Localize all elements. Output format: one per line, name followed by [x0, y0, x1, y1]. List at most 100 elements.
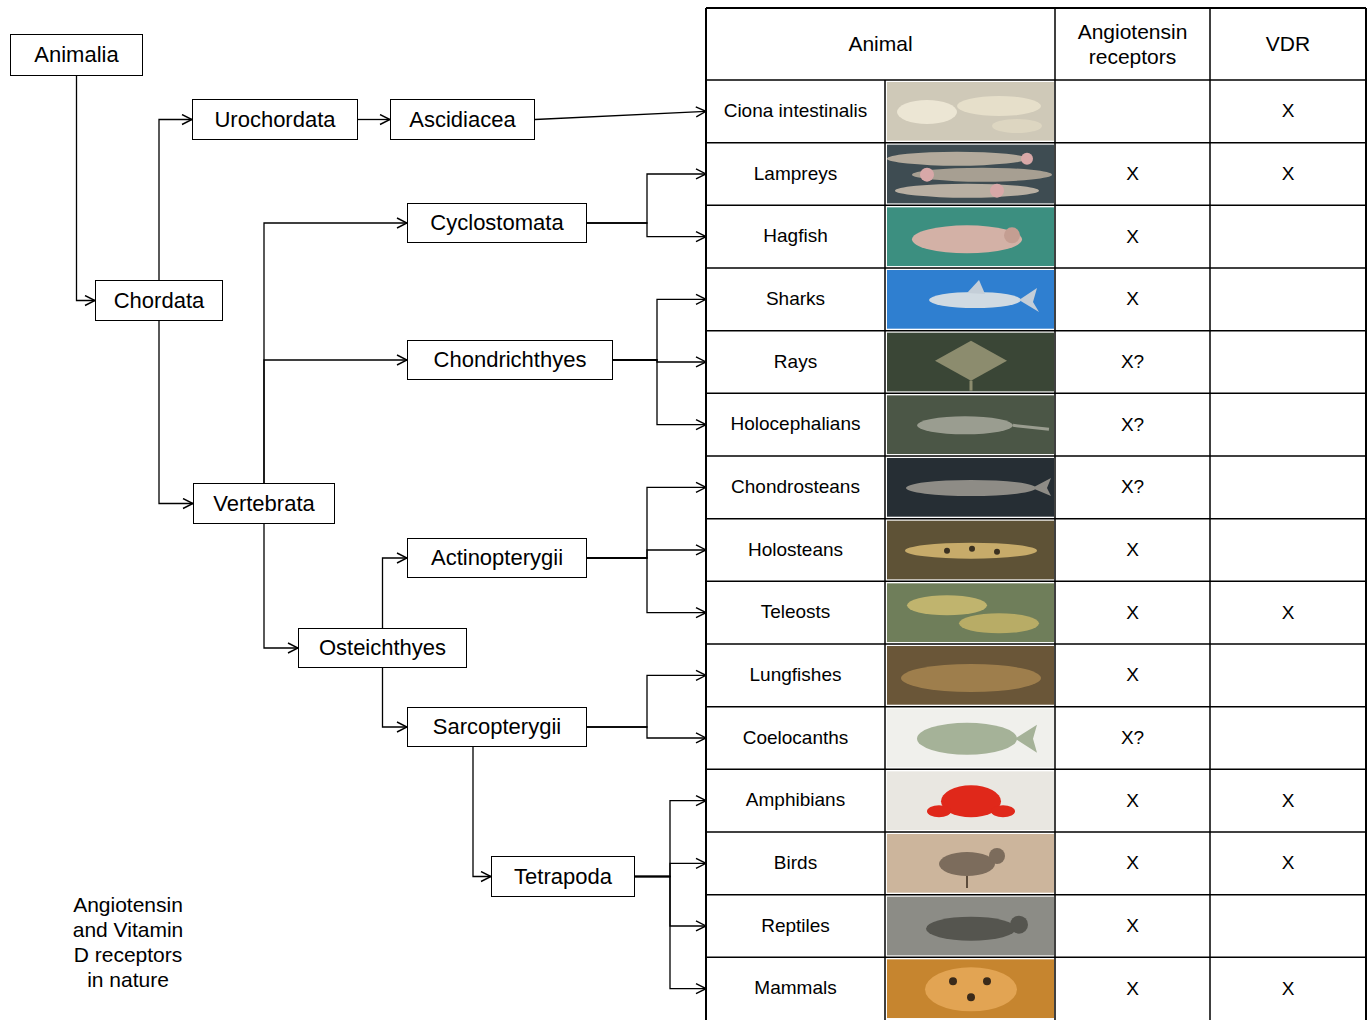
table-mark: X — [1055, 957, 1210, 1020]
teleost-photo — [887, 583, 1054, 642]
animal-cell: Amphibians — [706, 769, 885, 832]
node-text: Tetrapoda — [514, 864, 612, 889]
column-header: Animal — [706, 8, 1055, 80]
tree-connector — [613, 299, 706, 360]
taxon-box: Ascidiacea — [390, 99, 535, 140]
table-mark: X? — [1055, 331, 1210, 394]
table-mark: X — [1210, 143, 1366, 206]
node-text: Osteichthyes — [319, 635, 446, 660]
node-text: Chondrichthyes — [434, 347, 587, 372]
animal-cell: Holosteans — [706, 519, 885, 582]
node-text: Actinopterygii — [431, 545, 563, 570]
ray-photo — [887, 333, 1054, 392]
taxon-box: Urochordata — [192, 99, 358, 140]
tree-connector — [587, 223, 706, 237]
node-text: Chordata — [114, 288, 205, 313]
node-text: Sarcopterygii — [433, 714, 561, 739]
node-text: Holocephalians — [731, 413, 861, 436]
column-header: Angiotensin receptors — [1055, 8, 1210, 80]
sturgeon-photo — [887, 458, 1054, 517]
node-text: Chondrosteans — [731, 476, 860, 499]
tree-connector — [383, 668, 408, 727]
table-mark: X? — [1055, 456, 1210, 519]
animal-cell: Teleosts — [706, 581, 885, 644]
animal-cell: Lampreys — [706, 143, 885, 206]
taxon-box: Chondrichthyes — [407, 340, 613, 380]
animal-cell: Holocephalians — [706, 393, 885, 456]
table-mark: X — [1055, 268, 1210, 331]
tree-connector — [264, 223, 407, 483]
frog-photo — [887, 771, 1054, 830]
tree-connector — [635, 863, 706, 876]
table-mark: X — [1055, 769, 1210, 832]
tree-connector — [635, 877, 706, 989]
bird-photo — [887, 834, 1054, 893]
animal-cell: Birds — [706, 832, 885, 895]
table-mark: X — [1055, 581, 1210, 644]
taxon-box: Osteichthyes — [298, 628, 467, 668]
node-text: Amphibians — [746, 789, 845, 812]
tree-connector — [358, 119, 390, 120]
node-text: Lampreys — [754, 163, 837, 186]
tree-connector — [635, 801, 706, 877]
tree-connector — [77, 76, 96, 301]
taxon-box: Chordata — [95, 280, 223, 321]
taxon-box: Cyclostomata — [407, 203, 587, 243]
tree-connector — [587, 558, 706, 613]
node-text: Ciona intestinalis — [724, 100, 868, 123]
animal-cell: Ciona intestinalis — [706, 80, 885, 143]
coelacanth-photo — [887, 709, 1054, 768]
tree-connector — [587, 675, 706, 727]
animal-cell: Lungfishes — [706, 644, 885, 707]
node-text: Sharks — [766, 288, 825, 311]
table-mark: X — [1210, 769, 1366, 832]
taxon-box: Tetrapoda — [491, 856, 635, 897]
taxon-box: Animalia — [10, 34, 143, 76]
node-text: Reptiles — [761, 915, 830, 938]
taxon-box: Sarcopterygii — [407, 707, 587, 747]
table-mark: X — [1055, 895, 1210, 958]
tree-connector — [264, 524, 298, 648]
lamprey-photo — [887, 145, 1054, 204]
node-text: Animalia — [34, 42, 118, 67]
tree-connector — [473, 747, 491, 877]
tree-connector — [587, 174, 706, 223]
shark-photo — [887, 270, 1054, 329]
tree-connector — [587, 487, 706, 558]
animal-cell: Mammals — [706, 957, 885, 1020]
tree-connector — [535, 111, 706, 119]
reptile-photo — [887, 897, 1054, 956]
tree-connector — [264, 360, 407, 483]
animal-cell: Rays — [706, 331, 885, 394]
column-header: VDR — [1210, 8, 1366, 80]
lungfish-photo — [887, 646, 1054, 705]
ciona-photo — [887, 82, 1054, 141]
table-mark: X — [1210, 957, 1366, 1020]
animal-cell: Hagfish — [706, 205, 885, 268]
table-mark: X — [1055, 519, 1210, 582]
tree-connector — [587, 550, 706, 558]
node-text: Mammals — [754, 977, 836, 1000]
node-text: Urochordata — [214, 107, 335, 132]
node-text: Vertebrata — [213, 491, 315, 516]
node-text: Hagfish — [763, 225, 827, 248]
tree-connector — [587, 727, 706, 738]
node-text: Coelocanths — [743, 727, 849, 750]
holocephalian-photo — [887, 395, 1054, 454]
tree-connector — [383, 558, 408, 628]
tree-connector — [159, 321, 193, 504]
taxon-box: Actinopterygii — [407, 538, 587, 578]
table-lines — [706, 8, 1366, 1020]
table-mark: X — [1210, 581, 1366, 644]
tree-connector — [159, 120, 192, 281]
animal-cell: Coelocanths — [706, 707, 885, 770]
node-text: Ascidiacea — [409, 107, 515, 132]
hagfish-photo — [887, 207, 1054, 266]
table-mark: X — [1055, 644, 1210, 707]
node-text: Rays — [774, 351, 817, 374]
table-mark: X — [1055, 832, 1210, 895]
node-text: Holosteans — [748, 539, 843, 562]
gar-photo — [887, 521, 1054, 580]
animal-cell: Reptiles — [706, 895, 885, 958]
